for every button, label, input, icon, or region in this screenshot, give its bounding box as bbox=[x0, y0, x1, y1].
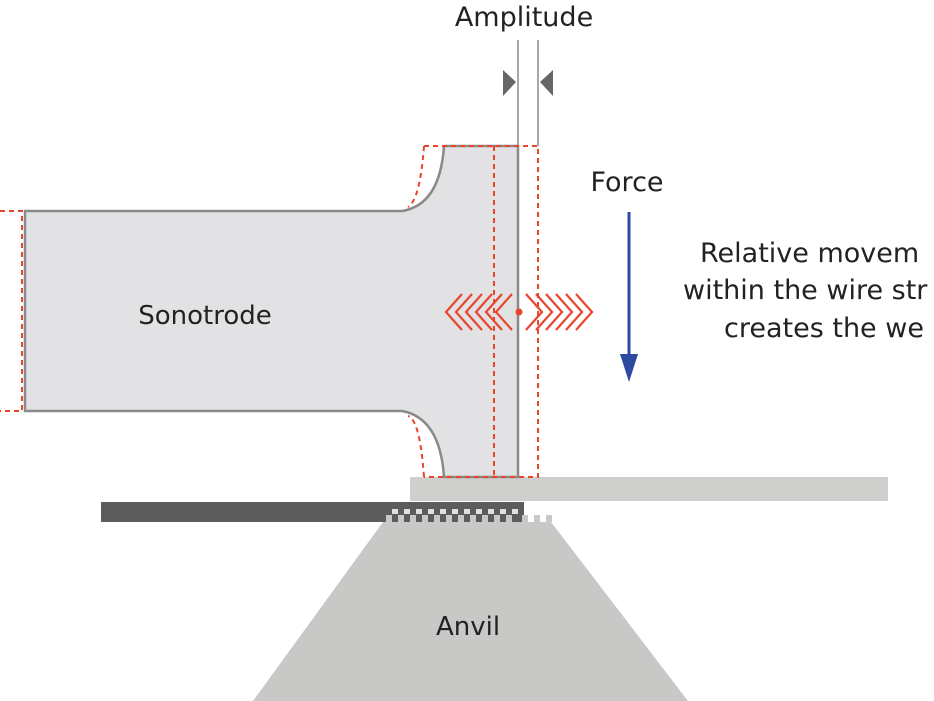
anvil-label: Anvil bbox=[436, 612, 500, 642]
force-label: Force bbox=[590, 167, 663, 198]
amplitude-lines bbox=[517, 40, 539, 146]
vibration-chevrons-icon bbox=[444, 293, 594, 331]
relative-movement-line-2: within the wire str bbox=[683, 275, 928, 306]
anvil-teeth bbox=[386, 515, 552, 522]
wire-light bbox=[410, 477, 888, 501]
wire-contact-dashes bbox=[392, 509, 518, 514]
arrow-down-icon bbox=[620, 212, 638, 382]
sonotrode-label: Sonotrode bbox=[138, 301, 272, 331]
wire-dark bbox=[101, 502, 524, 522]
anvil bbox=[253, 522, 688, 701]
amplitude-label: Amplitude bbox=[455, 2, 593, 33]
triangle-markers-icon bbox=[503, 70, 553, 96]
relative-movement-line-3: creates the we bbox=[724, 313, 924, 344]
sonotrode-body bbox=[23, 144, 520, 479]
relative-movement-line-1: Relative movem bbox=[700, 238, 919, 269]
sonotrode-displaced-outline bbox=[0, 145, 539, 478]
